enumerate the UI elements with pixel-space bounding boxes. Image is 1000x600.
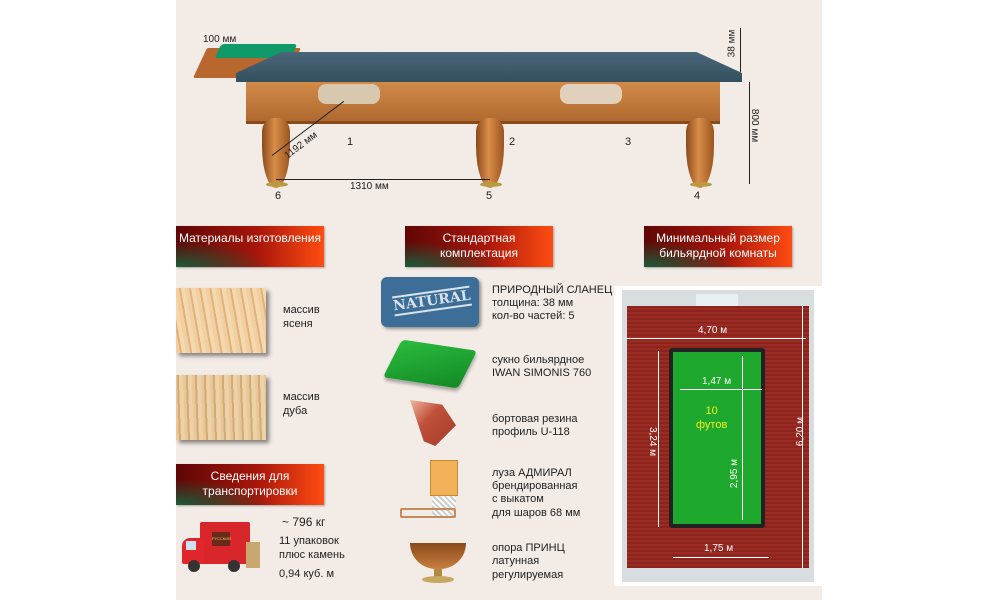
table-outer-length-label: 3,24 м — [647, 426, 659, 457]
kit-item-text: для шаров 68 мм — [492, 507, 581, 519]
slate-thickness-label: 38 мм — [726, 29, 738, 58]
ash-wood-swatch — [176, 288, 266, 353]
leg-number: 6 — [275, 190, 282, 202]
leg-number: 5 — [486, 190, 493, 202]
leg-number: 1 — [347, 136, 354, 148]
billiard-table-cloth — [673, 352, 761, 524]
table-leg — [686, 118, 714, 188]
play-width-label: 1,47 м — [702, 376, 732, 387]
kit-item-text: луза АДМИРАЛ — [492, 467, 572, 479]
truck-logo: РУССКИЙ — [212, 532, 231, 546]
delivery-truck-icon: РУССКИЙ — [180, 522, 266, 578]
dimension-line-1310 — [276, 179, 490, 180]
kit-item-text: ПРИРОДНЫЙ СЛАНЕЦ — [492, 284, 613, 296]
kit-item-text: IWAN SIMONIS 760 — [492, 367, 592, 379]
kit-item-text: опора ПРИНЦ — [492, 542, 565, 554]
table-leg — [476, 118, 504, 188]
oak-label: массив дуба — [283, 391, 320, 417]
kit-item-text: сукно бильярдное — [492, 354, 585, 366]
table-slate — [236, 52, 742, 82]
leg-number: 3 — [625, 136, 632, 148]
dimension-line-800 — [749, 82, 750, 184]
ash-label: массив ясеня — [283, 304, 320, 330]
height-label: 800 мм — [749, 108, 761, 143]
volume-value: 0,94 куб. м — [279, 568, 334, 580]
materials-header: Материалы изготовления — [176, 226, 324, 267]
room-width-label: 4,70 м — [698, 325, 728, 336]
dimension-line-38 — [740, 28, 741, 72]
leg-number: 2 — [509, 136, 516, 148]
kit-item-text: латунная — [492, 555, 540, 567]
transport-header: Сведения для транспортировки — [176, 464, 324, 505]
kit-item-text: бортовая резина — [492, 413, 578, 425]
packages-note: плюс камень — [279, 549, 345, 561]
table-size-value: 10 — [705, 405, 718, 417]
carving-panel-2 — [560, 84, 622, 104]
leg-number: 4 — [694, 190, 701, 202]
oak-wood-swatch — [176, 375, 266, 440]
leg-foot — [690, 182, 712, 187]
table-outer-width-label: 1,75 м — [704, 543, 734, 554]
kit-item-text: брендированная — [492, 480, 578, 492]
rail-width-label: 100 мм — [203, 34, 237, 45]
table-diagram: 100 мм 1192 мм 1310 мм 38 мм 800 мм 1 2 … — [0, 0, 1000, 210]
table-size-unit: футов — [696, 419, 728, 431]
leg-foot — [480, 182, 502, 187]
room-header: Минимальный размер бильярдной комнаты — [644, 226, 792, 267]
carving-panel-1 — [318, 84, 380, 104]
slate-icon: NATURAL — [381, 277, 479, 327]
kit-item-text: толщина: 38 мм — [492, 297, 574, 309]
kit-item-text: с выкатом — [492, 493, 544, 505]
room-length-label: 6,20 м — [795, 416, 807, 447]
leg-foot — [266, 182, 288, 187]
leg-support-icon — [410, 543, 466, 585]
length-dimension-label: 1310 мм — [350, 181, 389, 192]
kit-header: Стандартная комплектация — [405, 226, 553, 267]
packages-value: 11 упаковок — [279, 535, 339, 547]
play-length-label: 2,95 м — [729, 458, 741, 489]
natural-badge: NATURAL — [391, 285, 472, 317]
table-size-label: 10 футов — [696, 404, 727, 432]
room-window — [696, 294, 738, 306]
pocket-icon — [396, 458, 476, 530]
room-plan: 4,70 м 6,20 м 3,24 м 1,75 м 1,47 м 2,95 … — [614, 286, 822, 586]
kit-item-text: профиль U-118 — [492, 426, 570, 438]
kit-item-text: регулируемая — [492, 569, 564, 581]
kit-item-text: кол-во частей: 5 — [492, 310, 575, 322]
weight-value: ~ 796 кг — [282, 515, 326, 529]
